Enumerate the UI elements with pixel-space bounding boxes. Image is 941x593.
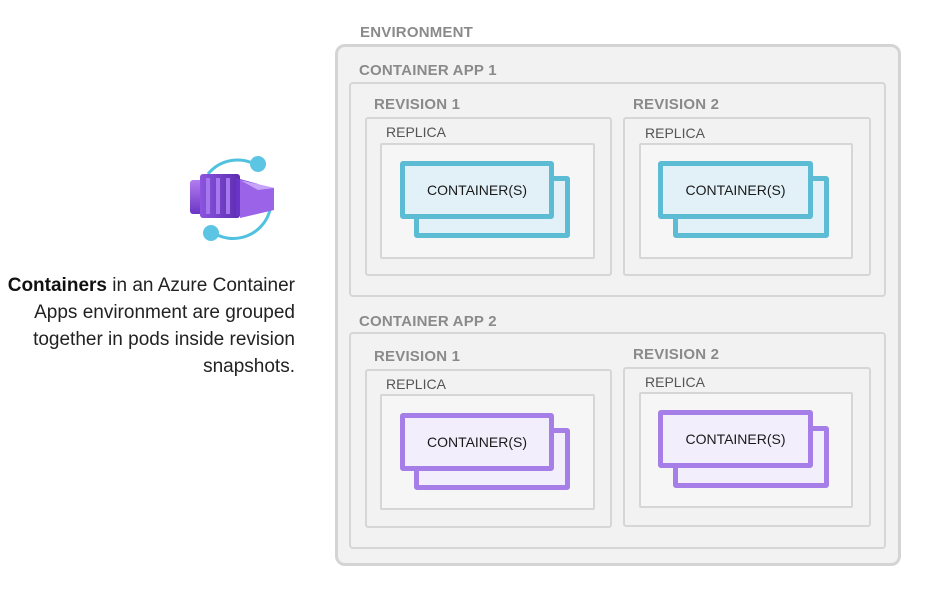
app-1-revision-2-label: REVISION 2 xyxy=(633,96,720,113)
app-1-rev-2-container: CONTAINER(S) xyxy=(658,161,813,219)
app-1-rev-2-replica-label: REPLICA xyxy=(645,125,705,141)
app-1-rev-1-replica-label: REPLICA xyxy=(386,124,446,140)
container-label: CONTAINER(S) xyxy=(685,431,786,447)
caption: Containers in an Azure Container Apps en… xyxy=(0,272,295,380)
app-2-revision-2-label: REVISION 2 xyxy=(633,346,720,363)
app-1-revision-1-label: REVISION 1 xyxy=(374,96,461,113)
container-label: CONTAINER(S) xyxy=(426,182,528,198)
caption-bold: Containers xyxy=(7,275,107,296)
container-label: CONTAINER(S) xyxy=(426,434,528,450)
caption-text: in an Azure Container Apps environment a… xyxy=(33,275,295,377)
app-2-label: CONTAINER APP 2 xyxy=(359,313,497,330)
environment-label: ENVIRONMENT xyxy=(360,24,474,41)
app-1-label: CONTAINER APP 1 xyxy=(359,62,497,79)
app-2-rev-1-container: CONTAINER(S) xyxy=(400,413,554,471)
app-2-rev-1-replica-label: REPLICA xyxy=(386,376,446,392)
app-2-rev-2-replica-label: REPLICA xyxy=(645,374,705,390)
app-2-rev-2-container: CONTAINER(S) xyxy=(658,410,813,468)
app-1-rev-1-container: CONTAINER(S) xyxy=(400,161,554,219)
app-2-revision-1-label: REVISION 1 xyxy=(374,348,461,365)
azure-container-apps-icon xyxy=(190,156,274,241)
container-label: CONTAINER(S) xyxy=(685,182,786,198)
